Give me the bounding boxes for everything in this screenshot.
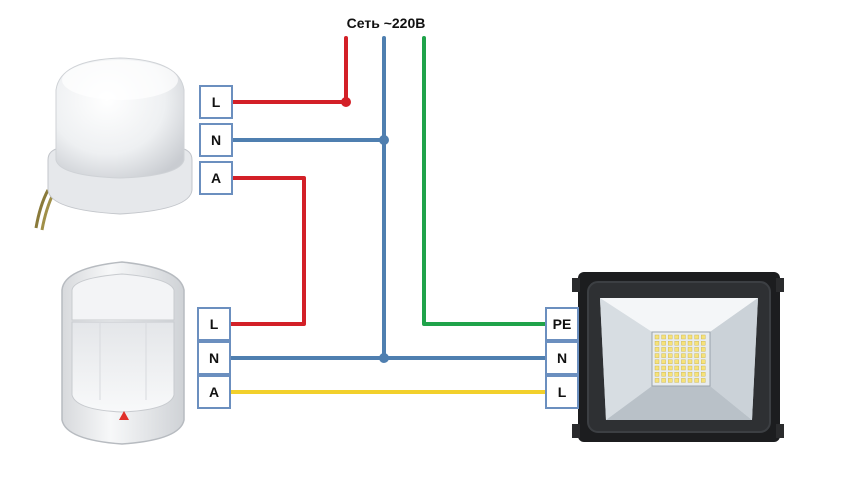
led-chip (668, 347, 673, 352)
wire-supply-ground (422, 36, 548, 326)
terminal-box (199, 123, 233, 157)
led-chip (674, 347, 679, 352)
led-chip (654, 378, 660, 383)
led-chip (694, 372, 699, 377)
led-chip (694, 378, 699, 383)
led-chip (674, 353, 679, 358)
led-chip (687, 341, 693, 346)
terminal-label: L (212, 94, 221, 110)
led-chip (694, 341, 699, 346)
led-chip (694, 365, 699, 371)
led-chip (661, 341, 666, 346)
led-chip (681, 359, 686, 364)
wire-supply-phase (230, 36, 348, 104)
led-chip (654, 347, 660, 352)
terminal-label: L (210, 316, 219, 332)
led-chip (694, 359, 699, 364)
wiring (228, 36, 548, 394)
terminal-box (197, 375, 231, 409)
led-chip (681, 334, 686, 340)
led-indicator-icon (119, 411, 129, 420)
led-chip (687, 365, 693, 371)
led-chip (687, 359, 693, 364)
led-chip (661, 359, 666, 364)
led-chip (687, 347, 693, 352)
terminal-box (197, 341, 231, 375)
led-chip (674, 334, 679, 340)
led-chip (668, 341, 673, 346)
led-chip (654, 341, 660, 346)
led-chip (687, 334, 693, 340)
led-chip (668, 359, 673, 364)
light-sensor-device (34, 57, 193, 231)
terminal-box (545, 341, 579, 375)
terminal-label: N (211, 132, 221, 148)
terminal-label: A (209, 384, 219, 400)
led-chip (674, 378, 679, 383)
floodlight-device (572, 272, 784, 442)
led-chip (654, 353, 660, 358)
led-chip (654, 365, 660, 371)
terminal-label: A (211, 170, 221, 186)
terminal-label: N (209, 350, 219, 366)
led-chip (654, 334, 660, 340)
supply-label: Сеть ~220В (347, 15, 426, 31)
led-chip (654, 359, 660, 364)
led-chip (668, 334, 673, 340)
led-matrix (654, 334, 706, 383)
terminal-box (197, 307, 231, 341)
led-chip (668, 378, 673, 383)
led-chip (674, 341, 679, 346)
terminal-box (545, 375, 579, 409)
led-chip (661, 378, 666, 383)
led-chip (661, 347, 666, 352)
led-chip (681, 341, 686, 346)
led-chip (681, 353, 686, 358)
led-chip (694, 353, 699, 358)
led-chip (701, 365, 706, 371)
junction-neutral-bottom (379, 353, 389, 363)
terminal-label: PE (553, 316, 572, 332)
floodlight-terminal-block: PE N L (545, 307, 579, 409)
led-chip (668, 372, 673, 377)
led-chip (694, 334, 699, 340)
junction-phase (341, 97, 351, 107)
terminal-label: N (557, 350, 567, 366)
led-chip (661, 353, 666, 358)
wire-light-to-motion (228, 176, 306, 326)
led-chip (681, 378, 686, 383)
led-chip (694, 347, 699, 352)
terminal-box (545, 307, 579, 341)
led-chip (701, 378, 706, 383)
led-chip (701, 372, 706, 377)
motion-sensor-terminal-block: L N A (197, 307, 231, 409)
led-chip (681, 347, 686, 352)
led-chip (701, 359, 706, 364)
led-chip (687, 372, 693, 377)
terminal-label: L (558, 384, 567, 400)
led-chip (681, 372, 686, 377)
led-chip (701, 341, 706, 346)
led-chip (668, 365, 673, 371)
led-chip (687, 378, 693, 383)
led-chip (661, 372, 666, 377)
led-chip (668, 353, 673, 358)
led-chip (701, 334, 706, 340)
terminal-box (199, 161, 233, 195)
junction-neutral-top (379, 135, 389, 145)
terminal-box (199, 85, 233, 119)
light-sensor-terminal-block: L N A (199, 85, 233, 195)
led-chip (661, 365, 666, 371)
led-chip (674, 365, 679, 371)
led-chip (661, 334, 666, 340)
led-chip (674, 372, 679, 377)
led-chip (674, 359, 679, 364)
led-chip (654, 372, 660, 377)
led-chip (701, 353, 706, 358)
motion-sensor-device (61, 261, 185, 445)
led-chip (687, 353, 693, 358)
led-chip (681, 365, 686, 371)
led-chip (701, 347, 706, 352)
